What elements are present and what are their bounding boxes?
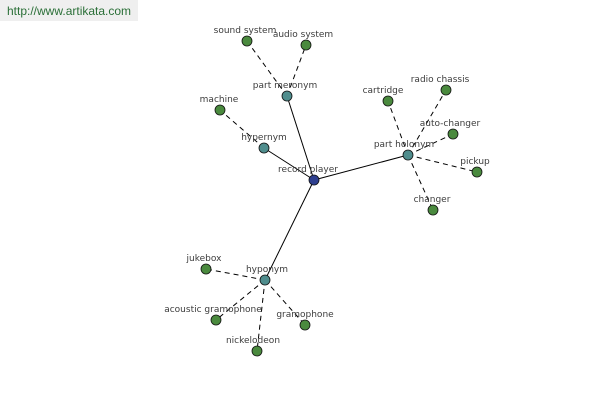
relation-node-hyponym-label: hyponym bbox=[246, 265, 288, 275]
term-node-acoustic-gramophone[interactable]: acoustic gramophone bbox=[164, 305, 262, 326]
term-node-cartridge-label: cartridge bbox=[363, 86, 404, 96]
term-node-sound-system-dot[interactable] bbox=[241, 35, 253, 47]
term-node-pickup-dot[interactable] bbox=[471, 166, 483, 178]
edge-part-holonym-radio-chassis bbox=[407, 89, 447, 156]
edge-part-meronym-sound-system bbox=[246, 40, 288, 97]
term-node-machine-dot[interactable] bbox=[214, 104, 226, 116]
term-node-radio-chassis-dot[interactable] bbox=[440, 84, 452, 96]
relation-node-part-holonym-label: part holonym bbox=[374, 140, 434, 150]
term-node-audio-system[interactable]: audio system bbox=[273, 30, 333, 51]
source-link[interactable]: http://www.artikata.com bbox=[7, 4, 132, 18]
term-node-machine-label: machine bbox=[200, 95, 239, 105]
relation-node-part-holonym[interactable]: part holonym bbox=[374, 140, 434, 161]
term-node-changer-label: changer bbox=[414, 195, 451, 205]
relation-node-part-meronym[interactable]: part meronym bbox=[253, 81, 317, 102]
edge-hyponym-gramophone bbox=[264, 279, 306, 326]
term-node-nickelodeon-label: nickelodeon bbox=[226, 336, 280, 346]
edge-part-meronym-audio-system bbox=[286, 44, 307, 97]
term-node-sound-system[interactable]: sound system bbox=[214, 26, 277, 47]
edge-center-part-meronym bbox=[286, 95, 315, 181]
relation-node-hyponym[interactable]: hyponym bbox=[246, 265, 288, 286]
term-node-auto-changer[interactable]: auto-changer bbox=[420, 119, 481, 140]
term-node-jukebox[interactable]: jukebox bbox=[186, 254, 223, 275]
term-node-gramophone[interactable]: gramophone bbox=[276, 310, 334, 331]
relation-node-hypernym-dot[interactable] bbox=[258, 142, 270, 154]
term-node-sound-system-label: sound system bbox=[214, 26, 277, 36]
edge-hyponym-jukebox bbox=[205, 268, 266, 281]
term-node-gramophone-label: gramophone bbox=[276, 310, 334, 320]
center-node[interactable]: record player bbox=[278, 165, 338, 186]
term-node-changer[interactable]: changer bbox=[414, 195, 451, 216]
term-node-radio-chassis-label: radio chassis bbox=[411, 75, 470, 85]
relation-node-hyponym-dot[interactable] bbox=[259, 274, 271, 286]
term-node-jukebox-dot[interactable] bbox=[200, 263, 212, 275]
center-node-dot[interactable] bbox=[308, 174, 320, 186]
term-node-changer-dot[interactable] bbox=[427, 204, 439, 216]
term-node-radio-chassis[interactable]: radio chassis bbox=[411, 75, 470, 96]
relation-node-part-meronym-dot[interactable] bbox=[281, 90, 293, 102]
term-node-machine[interactable]: machine bbox=[200, 95, 239, 116]
edge-part-holonym-cartridge bbox=[387, 100, 409, 156]
edge-part-holonym-pickup bbox=[407, 154, 478, 173]
term-node-pickup[interactable]: pickup bbox=[460, 157, 490, 178]
term-node-acoustic-gramophone-label: acoustic gramophone bbox=[164, 305, 262, 315]
term-node-auto-changer-dot[interactable] bbox=[447, 128, 459, 140]
relation-node-part-holonym-dot[interactable] bbox=[402, 149, 414, 161]
edge-hypernym-machine bbox=[219, 109, 265, 149]
term-node-audio-system-label: audio system bbox=[273, 30, 333, 40]
edge-hyponym-nickelodeon bbox=[256, 279, 266, 352]
edge-center-hypernym bbox=[263, 147, 315, 181]
term-node-nickelodeon-dot[interactable] bbox=[251, 345, 263, 357]
term-node-cartridge-dot[interactable] bbox=[382, 95, 394, 107]
edge-center-hyponym bbox=[264, 179, 315, 281]
term-node-audio-system-dot[interactable] bbox=[300, 39, 312, 51]
center-node-label: record player bbox=[278, 165, 338, 175]
source-banner: http://www.artikata.com bbox=[0, 0, 138, 21]
term-node-nickelodeon[interactable]: nickelodeon bbox=[226, 336, 280, 357]
edge-hyponym-acoustic-gramophone bbox=[215, 279, 266, 321]
term-node-auto-changer-label: auto-changer bbox=[420, 119, 481, 129]
term-node-gramophone-dot[interactable] bbox=[299, 319, 311, 331]
term-node-pickup-label: pickup bbox=[460, 157, 490, 167]
term-node-jukebox-label: jukebox bbox=[186, 254, 223, 264]
edge-part-holonym-changer bbox=[407, 154, 434, 211]
relation-node-hypernym[interactable]: hypernym bbox=[241, 133, 287, 154]
graph-edges bbox=[205, 40, 478, 352]
relation-node-hypernym-label: hypernym bbox=[241, 133, 287, 143]
edge-center-part-holonym bbox=[313, 154, 409, 181]
term-node-cartridge[interactable]: cartridge bbox=[363, 86, 404, 107]
term-node-acoustic-gramophone-dot[interactable] bbox=[210, 314, 222, 326]
relation-node-part-meronym-label: part meronym bbox=[253, 81, 317, 91]
